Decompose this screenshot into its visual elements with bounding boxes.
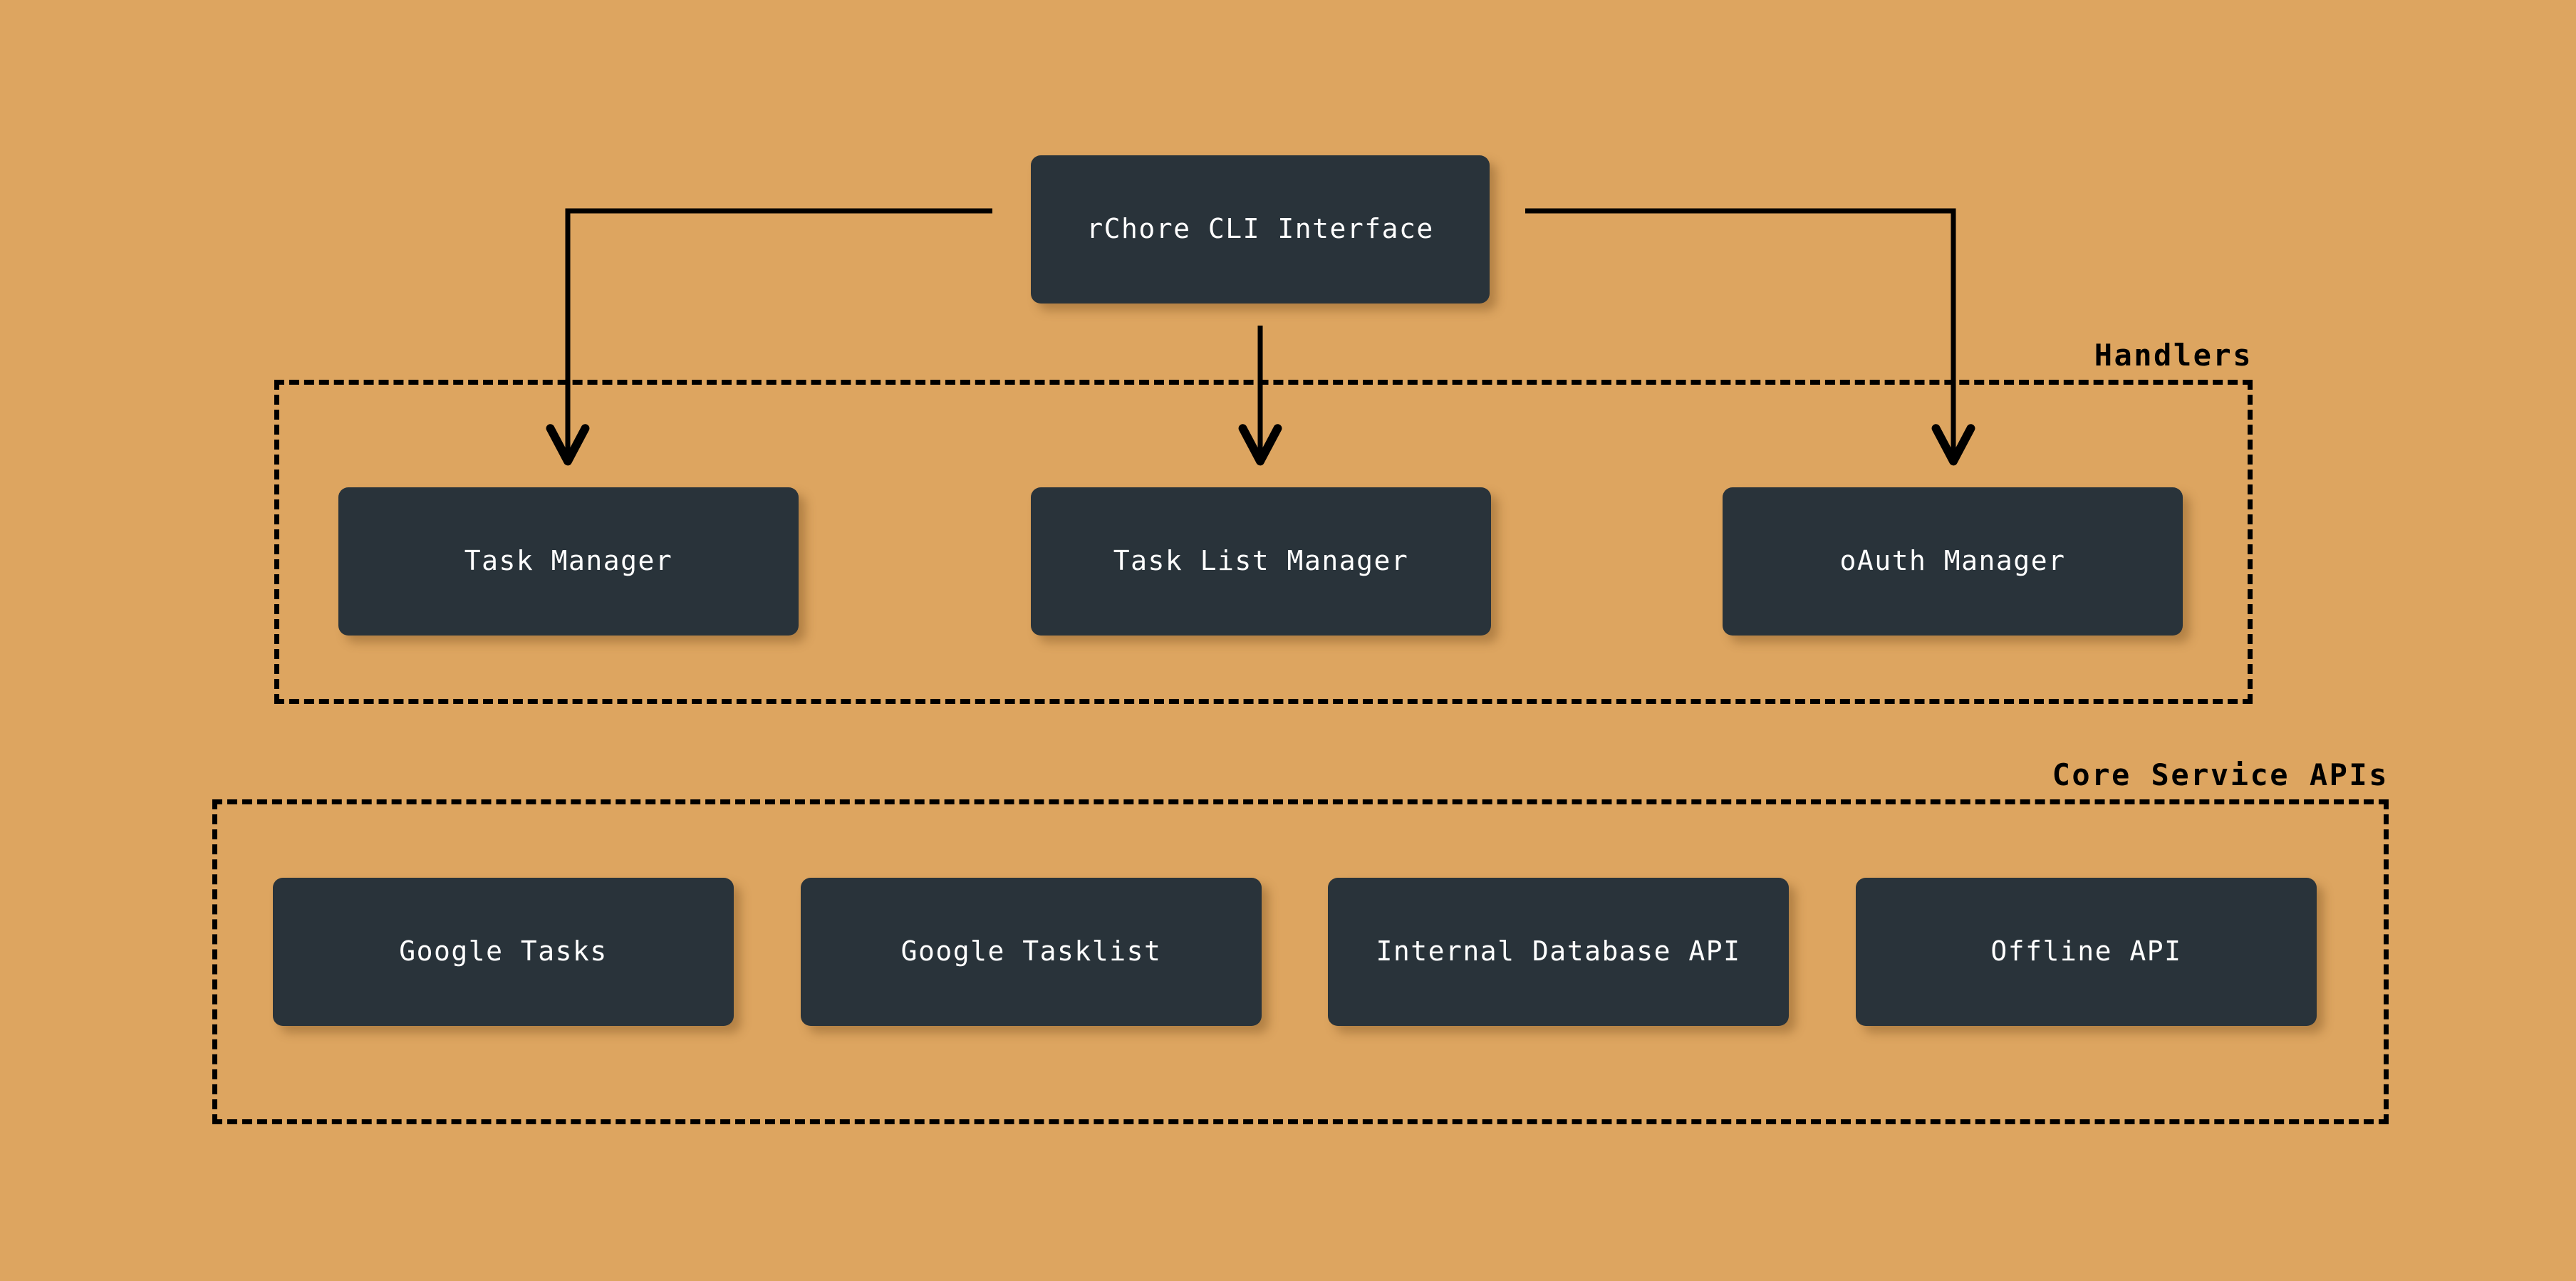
group-title-handlers: Handlers bbox=[2094, 338, 2253, 373]
node-label: Google Tasks bbox=[399, 935, 608, 968]
group-title-core-service-apis: Core Service APIs bbox=[2052, 757, 2389, 792]
node-task-list-manager[interactable]: Task List Manager bbox=[1031, 487, 1491, 636]
node-label: Google Tasklist bbox=[900, 935, 1162, 968]
node-rchore-cli-interface[interactable]: rChore CLI Interface bbox=[1031, 155, 1490, 304]
node-google-tasklist[interactable]: Google Tasklist bbox=[801, 878, 1262, 1026]
node-internal-database-api[interactable]: Internal Database API bbox=[1328, 878, 1789, 1026]
node-task-manager[interactable]: Task Manager bbox=[338, 487, 799, 636]
node-offline-api[interactable]: Offline API bbox=[1856, 878, 2317, 1026]
node-label: oAuth Manager bbox=[1839, 545, 2066, 577]
node-google-tasks[interactable]: Google Tasks bbox=[273, 878, 734, 1026]
group-box-handlers bbox=[274, 380, 2253, 704]
node-label: Offline API bbox=[1990, 935, 2182, 968]
node-label: rChore CLI Interface bbox=[1086, 213, 1434, 245]
node-label: Task Manager bbox=[464, 545, 673, 577]
node-label: Internal Database API bbox=[1376, 935, 1741, 968]
node-oauth-manager[interactable]: oAuth Manager bbox=[1723, 487, 2183, 636]
node-label: Task List Manager bbox=[1113, 545, 1409, 577]
group-box-core-service-apis bbox=[212, 799, 2389, 1124]
